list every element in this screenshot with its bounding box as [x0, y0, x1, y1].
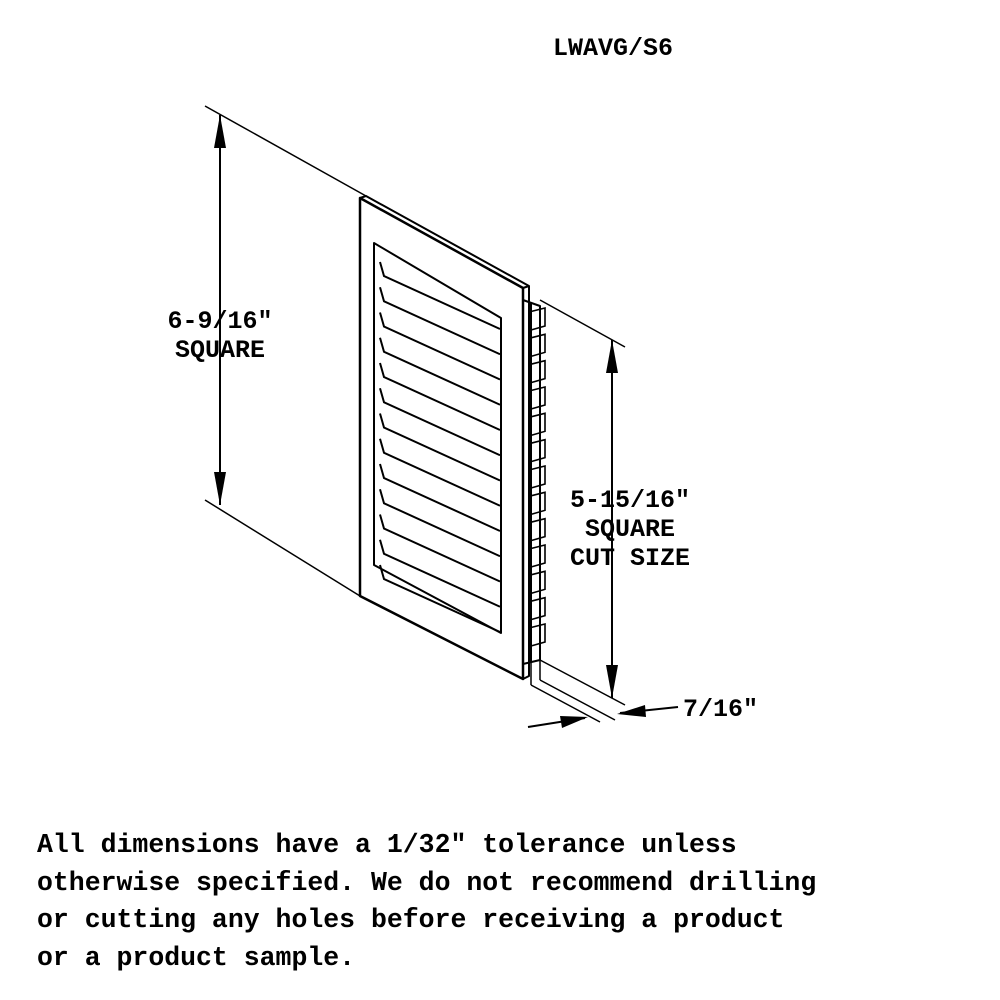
rear-fin: [528, 412, 546, 437]
louver-slat: [379, 362, 501, 431]
arrowhead-depth-right: [617, 705, 646, 717]
rear-fin: [528, 333, 546, 358]
arrowhead-cut-bottom: [606, 665, 618, 698]
depth-dimension-label: 7/16": [683, 695, 759, 724]
rear-fin: [528, 359, 546, 384]
louver-slat: [379, 539, 501, 608]
rear-fin: [528, 543, 546, 568]
extension-line-top-cut: [539, 299, 626, 348]
louver-slat: [379, 413, 501, 482]
louver-slat: [379, 514, 501, 583]
arrowhead-outer-top: [214, 115, 226, 148]
rear-fin: [528, 464, 546, 489]
cut-dimension-caption: CUT SIZE: [569, 544, 691, 573]
cut-dimension-shape: SQUARE: [584, 515, 675, 544]
rear-fin: [528, 517, 546, 542]
louver-slat: [379, 564, 501, 633]
rear-fin: [528, 596, 546, 621]
extension-line-bottom-cut: [539, 659, 626, 706]
extension-line-bottom-outer: [204, 499, 361, 597]
rear-fins: [528, 306, 546, 647]
rear-fin: [528, 306, 546, 331]
outer-dimension-value: 6-9/16": [167, 307, 273, 336]
rear-fin: [528, 438, 546, 463]
louver-slat: [379, 261, 501, 330]
louver-slat: [379, 387, 501, 457]
arrowhead-cut-top: [606, 340, 618, 373]
cut-dimension-value: 5-15/16": [569, 486, 691, 515]
louver-slat: [379, 438, 501, 507]
rear-fin: [528, 622, 546, 647]
arrowhead-outer-bottom: [214, 472, 226, 505]
louver-slat: [379, 488, 501, 558]
louver-slat: [379, 312, 501, 381]
cut-dimension-label: 5-15/16" SQUARE CUT SIZE: [540, 486, 720, 573]
rear-fin: [528, 570, 546, 595]
louver-slat: [379, 463, 501, 532]
outer-dimension-label: 6-9/16" SQUARE: [150, 307, 290, 365]
tolerance-note: All dimensions have a 1/32" tolerance un…: [37, 830, 817, 973]
louver-slat: [379, 337, 501, 406]
rear-fin: [528, 385, 546, 410]
louver-slat: [379, 286, 501, 356]
vent-inner-opening: [373, 242, 502, 634]
louver-slats: [379, 261, 501, 633]
outer-dimension-shape: SQUARE: [174, 336, 265, 365]
product-code-title: LWAVG/S6: [553, 34, 674, 63]
rear-fin: [528, 491, 546, 516]
extension-line-top-outer: [204, 105, 367, 197]
arrowhead-depth-left: [560, 716, 588, 728]
